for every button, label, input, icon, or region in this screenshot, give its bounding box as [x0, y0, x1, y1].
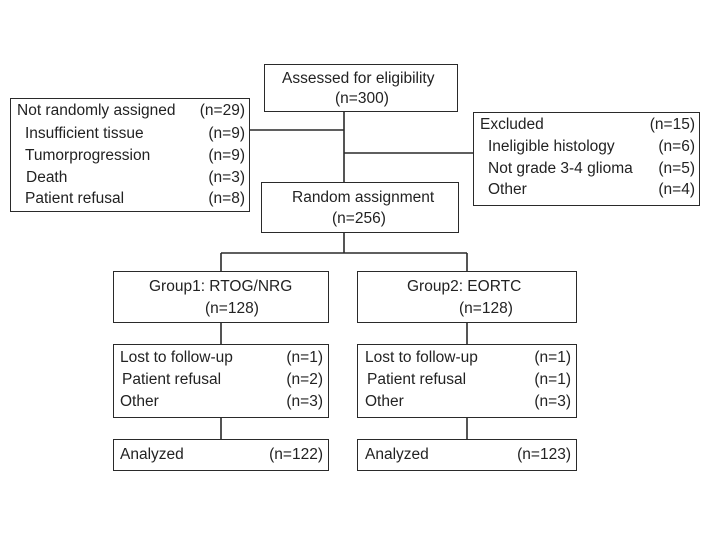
group1-lost-item-label: Other: [120, 393, 159, 410]
group2-analyzed-label: Analyzed: [365, 446, 429, 463]
group2-lost-item-label: Other: [365, 393, 404, 410]
not-randomized-item-count: (n=9): [208, 125, 245, 142]
group2-lost-item-count: (n=1): [534, 371, 571, 388]
random-assignment-box: Random assignment (n=256): [261, 182, 459, 233]
excluded-item-label: Other: [488, 181, 527, 198]
not-randomized-item-count: (n=8): [208, 190, 245, 207]
excluded-item-count: (n=6): [658, 138, 695, 155]
group1-lost-item-count: (n=1): [286, 349, 323, 366]
group2-label: Group2: EORTC: [407, 278, 522, 295]
not-randomized-title: Not randomly assigned: [17, 102, 176, 119]
assessed-box: Assessed for eligibility (n=300): [264, 64, 458, 112]
group1-box: Group1: RTOG/NRG (n=128): [113, 271, 329, 323]
group1-lost-item-count: (n=2): [286, 371, 323, 388]
group1-analyzed-label: Analyzed: [120, 446, 184, 463]
group2-count: (n=128): [459, 300, 513, 317]
assessed-label: Assessed for eligibility: [282, 70, 435, 87]
group2-lost-box: Lost to follow-up (n=1) Patient refusal …: [357, 344, 577, 418]
excluded-item-label: Ineligible histology: [488, 138, 615, 155]
excluded-title: Excluded: [480, 116, 544, 133]
not-randomized-item-count: (n=3): [208, 169, 245, 186]
excluded-item-count: (n=4): [658, 181, 695, 198]
group1-lost-item-count: (n=3): [286, 393, 323, 410]
group1-analyzed-box: Analyzed (n=122): [113, 439, 329, 471]
excluded-item-count: (n=5): [658, 160, 695, 177]
excluded-box: Excluded (n=15) Ineligible histology (n=…: [473, 112, 700, 206]
group1-lost-item-label: Lost to follow-up: [120, 349, 233, 366]
not-randomized-item-count: (n=9): [208, 147, 245, 164]
not-randomized-item-label: Patient refusal: [25, 190, 125, 207]
group2-lost-item-label: Patient refusal: [367, 371, 467, 388]
group2-lost-item-label: Lost to follow-up: [365, 349, 478, 366]
group2-lost-item-count: (n=1): [534, 349, 571, 366]
random-assignment-label: Random assignment: [292, 189, 435, 206]
not-randomized-box: Not randomly assigned (n=29) Insufficien…: [10, 98, 250, 212]
excluded-title-count: (n=15): [649, 116, 695, 133]
assessed-count: (n=300): [335, 90, 389, 107]
group1-lost-box: Lost to follow-up (n=1) Patient refusal …: [113, 344, 329, 418]
group1-analyzed-count: (n=122): [269, 446, 323, 463]
group1-count: (n=128): [205, 300, 259, 317]
group2-analyzed-box: Analyzed (n=123): [357, 439, 577, 471]
group1-lost-item-label: Patient refusal: [122, 371, 222, 388]
group2-box: Group2: EORTC (n=128): [357, 271, 577, 323]
not-randomized-item-label: Tumorprogression: [25, 147, 151, 164]
group2-analyzed-count: (n=123): [517, 446, 571, 463]
group2-lost-item-count: (n=3): [534, 393, 571, 410]
group1-label: Group1: RTOG/NRG: [149, 278, 293, 295]
not-randomized-title-count: (n=29): [199, 102, 245, 119]
not-randomized-item-label: Death: [26, 169, 68, 186]
random-assignment-count: (n=256): [332, 210, 386, 227]
not-randomized-item-label: Insufficient tissue: [25, 125, 144, 142]
excluded-item-label: Not grade 3-4 glioma: [488, 160, 633, 177]
